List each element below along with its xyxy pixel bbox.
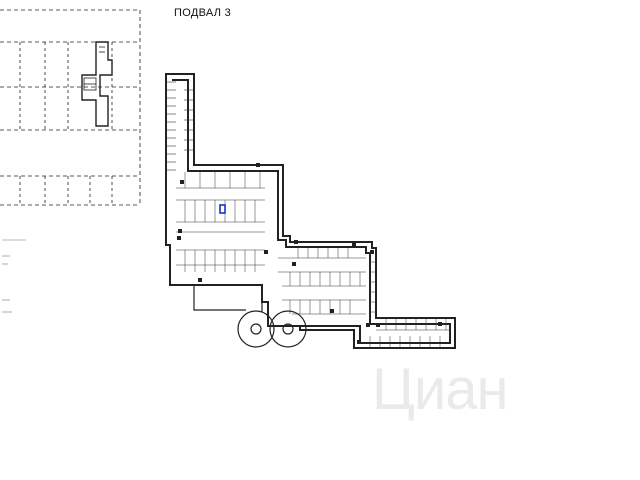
- page-title: ПОДВАЛ 3: [174, 7, 232, 19]
- parking-stalls: [166, 81, 450, 348]
- parking-outline: [165, 73, 456, 349]
- selected-parking-space[interactable]: [219, 204, 226, 214]
- legend-marks: [2, 239, 26, 313]
- site-plan-fragment: [0, 9, 141, 206]
- ramp: [193, 285, 307, 348]
- watermark: Циан: [372, 357, 509, 422]
- core-blocks: [177, 163, 442, 344]
